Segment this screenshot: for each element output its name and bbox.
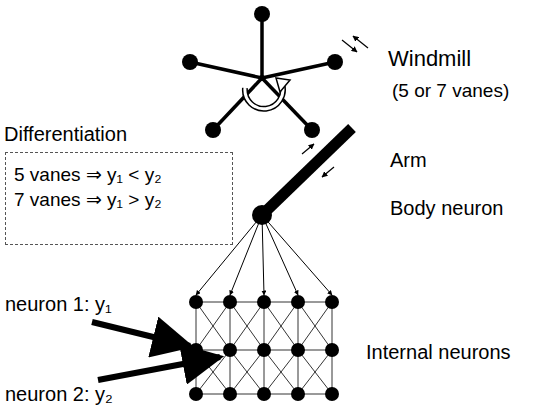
internal-neurons-label: Internal neurons xyxy=(366,340,511,364)
internal-neuron xyxy=(291,295,305,309)
synapse-line xyxy=(196,302,197,350)
synapse-line xyxy=(230,302,264,350)
pointer-arrows xyxy=(92,322,220,380)
synapse-line xyxy=(264,302,265,350)
synapse-line xyxy=(298,350,332,394)
body-link xyxy=(230,215,262,295)
synapse-line xyxy=(196,302,230,350)
internal-neuron xyxy=(189,387,203,401)
synapse-line xyxy=(298,302,299,350)
vane-tips xyxy=(182,6,343,138)
synapse-line xyxy=(230,350,264,394)
internal-neuron xyxy=(291,343,305,357)
synapse-line xyxy=(298,302,332,350)
body-neuron-label: Body neuron xyxy=(390,196,503,220)
arm xyxy=(262,128,352,215)
windmill-label: Windmill xyxy=(388,46,471,72)
motion-arrows xyxy=(302,36,368,177)
internal-neuron xyxy=(291,387,305,401)
internal-neuron xyxy=(257,387,271,401)
body-link xyxy=(262,215,298,295)
neuron-label: neuron 1: y₁ xyxy=(5,292,112,316)
rule-text: 5 vanes ⇒ y₁ < y₂ xyxy=(14,163,224,188)
synapse-line xyxy=(196,302,230,350)
neural-network xyxy=(189,215,339,401)
synapse-line xyxy=(264,350,298,394)
synapse-line xyxy=(264,350,298,394)
windmill xyxy=(190,14,335,130)
rotation-arrow xyxy=(245,78,290,109)
rule-text: 7 vanes ⇒ y₁ > y₂ xyxy=(14,188,224,213)
synapse-line xyxy=(332,302,333,350)
synapse-line xyxy=(230,302,264,350)
body-link xyxy=(262,215,264,295)
box-body: 5 vanes ⇒ y₁ < y₂7 vanes ⇒ y₁ > y₂ xyxy=(6,153,232,218)
vane-count-note: (5 or 7 vanes) xyxy=(392,80,509,103)
differentiation-box: 5 vanes ⇒ y₁ < y₂7 vanes ⇒ y₁ > y₂Differ… xyxy=(5,152,233,245)
synapse-line xyxy=(298,302,332,350)
internal-neuron xyxy=(325,387,339,401)
internal-neuron xyxy=(257,295,271,309)
synapse-line xyxy=(230,302,231,350)
synapse-line xyxy=(264,302,298,350)
arm-label: Arm xyxy=(390,148,427,172)
synapse-line xyxy=(230,350,264,394)
synapse-line xyxy=(264,302,298,350)
internal-neuron xyxy=(223,295,237,309)
box-heading: Differentiation xyxy=(4,122,127,146)
internal-neuron xyxy=(325,295,339,309)
body-link xyxy=(196,215,262,295)
body-neuron xyxy=(252,205,272,225)
internal-neuron xyxy=(223,387,237,401)
internal-neuron xyxy=(189,343,203,357)
neuron-label: neuron 2: y₂ xyxy=(5,382,113,406)
synapse-line xyxy=(298,350,332,394)
body-link xyxy=(262,215,332,295)
internal-neuron xyxy=(325,343,339,357)
internal-neuron xyxy=(257,343,271,357)
internal-neuron xyxy=(189,295,203,309)
internal-neuron xyxy=(223,343,237,357)
